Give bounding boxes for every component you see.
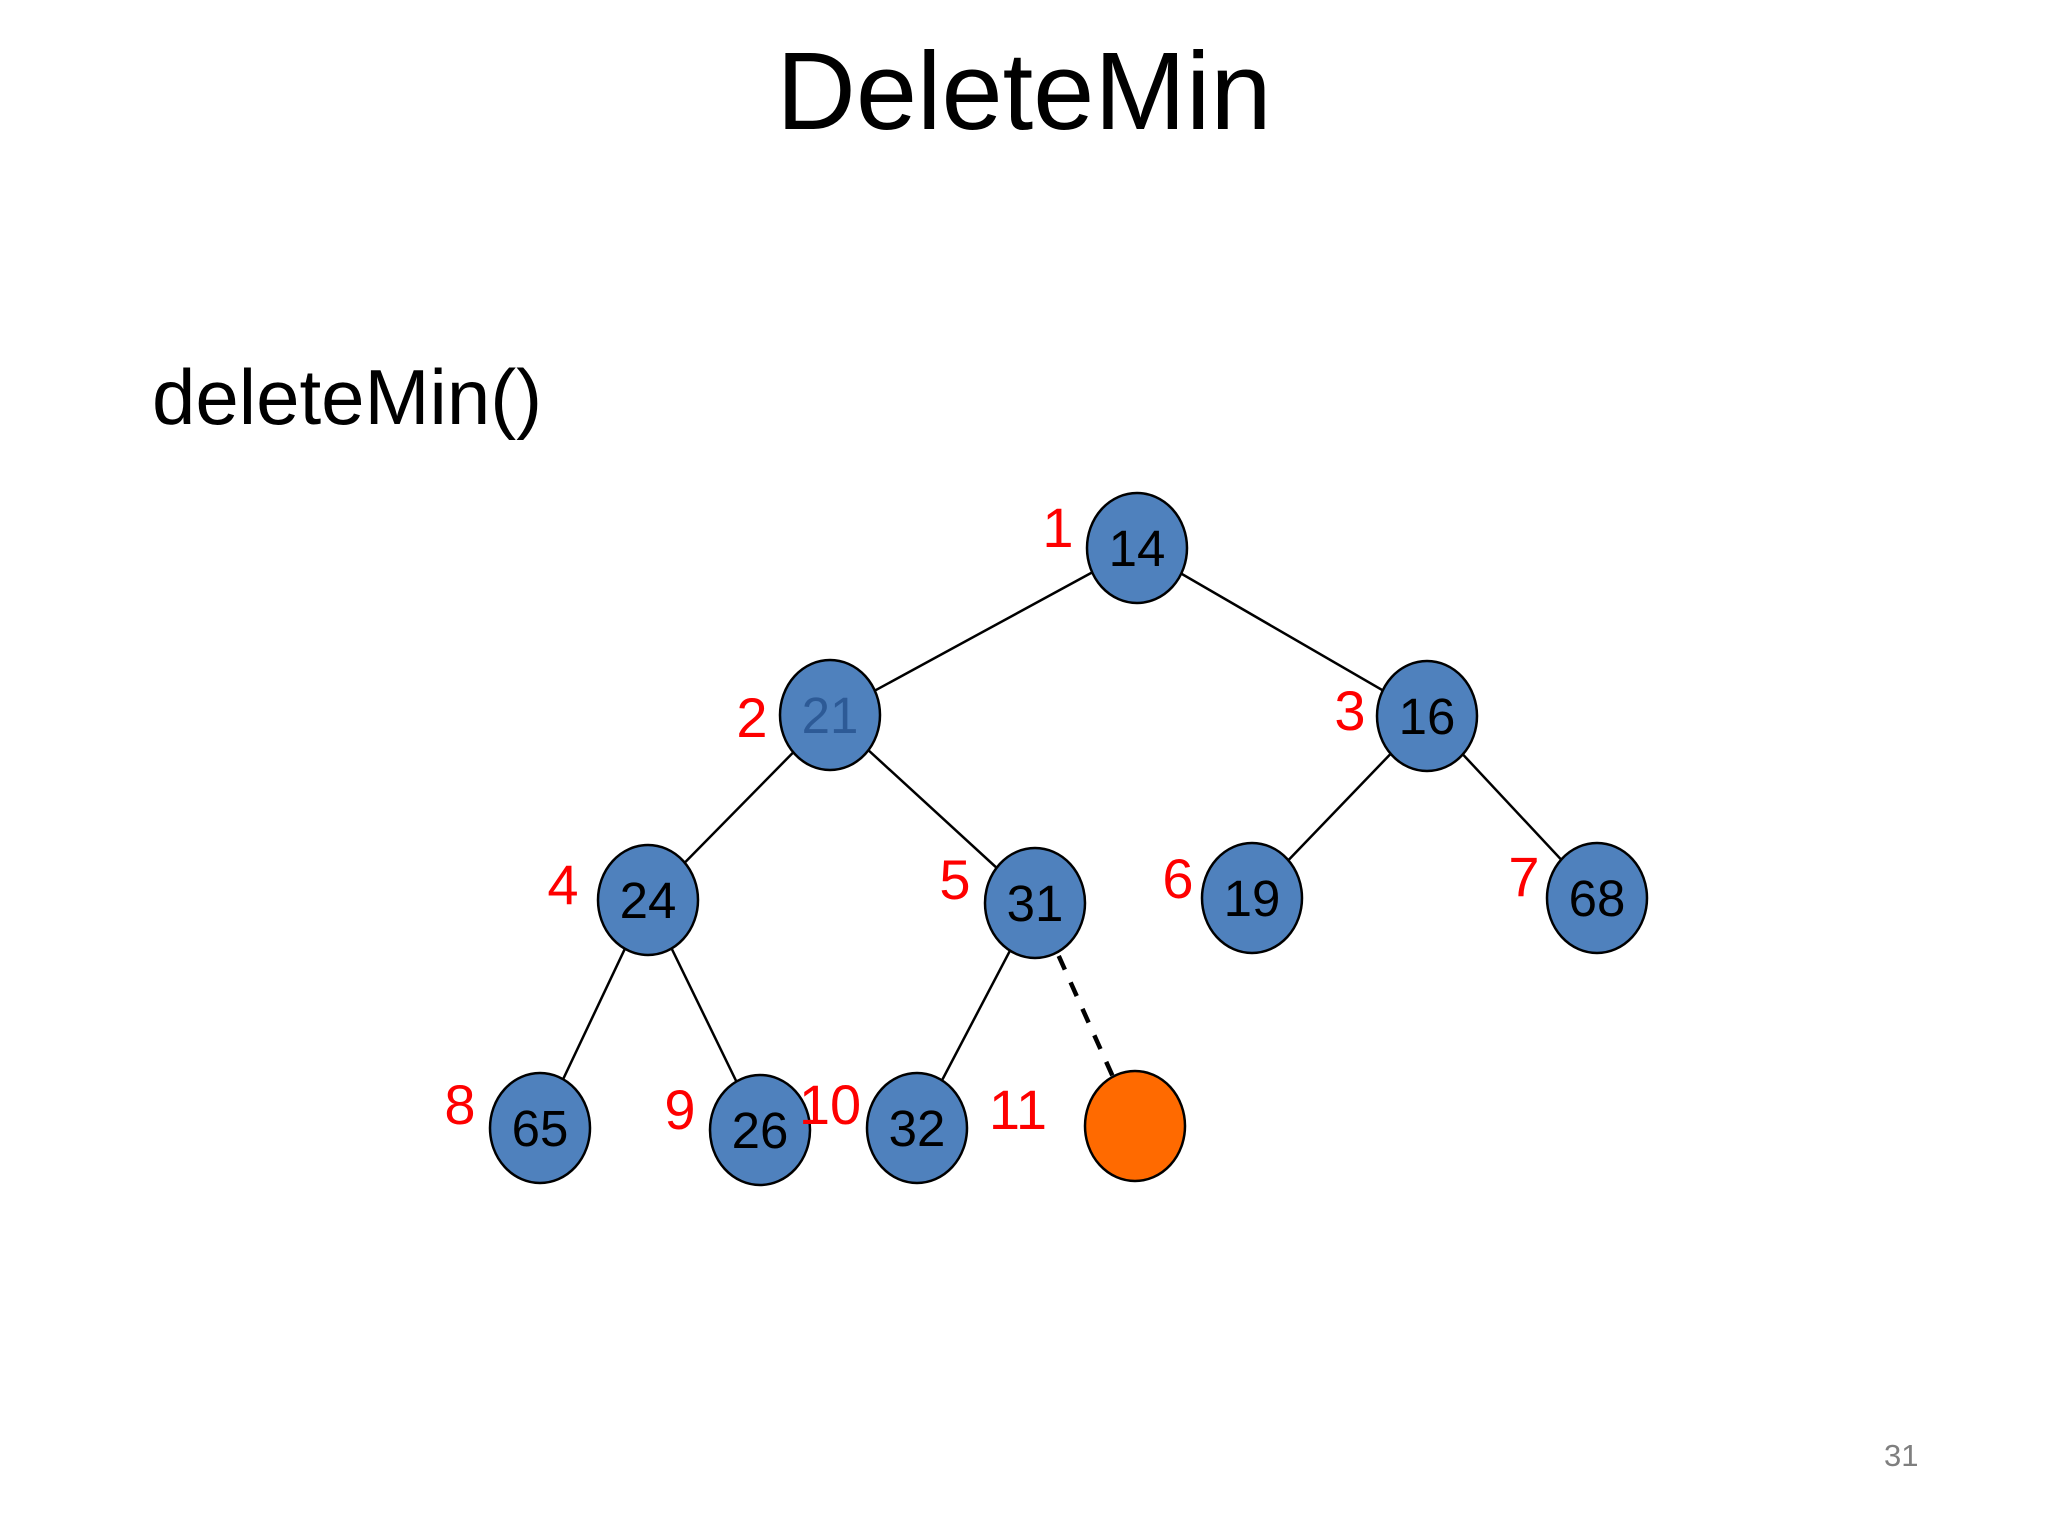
node-index-label: 2: [736, 686, 767, 749]
heap-node-8: 65 8: [444, 1071, 592, 1185]
node-index-label: 3: [1334, 679, 1365, 742]
heap-node-9: 26 9: [664, 1073, 812, 1187]
node-index-label: 11: [989, 1078, 1047, 1141]
heap-node-5: 31 5: [939, 846, 1087, 960]
node-value-label: 14: [1109, 520, 1166, 577]
node-circle: [1200, 841, 1304, 955]
heap-node-7: 68 7: [1508, 841, 1649, 955]
heap-node-1: 14 1: [1042, 491, 1189, 605]
node-circle: [1375, 659, 1479, 773]
node-value-label: 16: [1399, 688, 1456, 745]
heap-node-10: 32 10: [799, 1071, 969, 1185]
node-index-label: 6: [1162, 847, 1193, 910]
node-index-label: 9: [664, 1078, 695, 1141]
heap-node-6: 19 6: [1162, 841, 1304, 955]
node-circle: [708, 1073, 812, 1187]
heap-node-3: 16 3: [1334, 659, 1479, 773]
node-index-label: 4: [547, 853, 578, 916]
node-index-label: 10: [799, 1073, 861, 1136]
node-value-label: 24: [620, 872, 677, 929]
node-index-label: 8: [444, 1073, 475, 1136]
node-value-label: 19: [1224, 870, 1281, 927]
node-circle: [488, 1071, 592, 1185]
heap-edge-1-3: [1136, 546, 1428, 718]
node-index-label: 7: [1508, 845, 1539, 908]
empty-hole-node-circle: [1083, 1069, 1187, 1183]
node-index-label: 5: [939, 848, 970, 911]
node-value-label: 65: [512, 1100, 569, 1157]
node-circle: [983, 846, 1087, 960]
node-value-label: 32: [889, 1100, 946, 1157]
heap-node-2: 21 2: [736, 658, 882, 772]
slide-title: DeleteMin: [776, 30, 1272, 153]
heap-node-11: 11: [989, 1069, 1187, 1183]
delete-min-call-label: deleteMin(): [152, 353, 543, 441]
node-index-label: 1: [1042, 496, 1073, 559]
node-value-label: 26: [732, 1102, 789, 1159]
node-circle: [865, 1071, 969, 1185]
heap-edge-1-2: [829, 546, 1138, 717]
node-value-label: 21: [802, 687, 859, 744]
node-circle: [1085, 491, 1189, 605]
node-value-label: 31: [1007, 875, 1064, 932]
node-circle: [596, 843, 700, 957]
node-circle: [778, 658, 882, 772]
node-circle: [1545, 841, 1649, 955]
page-number: 31: [1884, 1438, 1919, 1473]
heap-node-4: 24 4: [547, 843, 700, 957]
node-value-label: 68: [1569, 870, 1626, 927]
